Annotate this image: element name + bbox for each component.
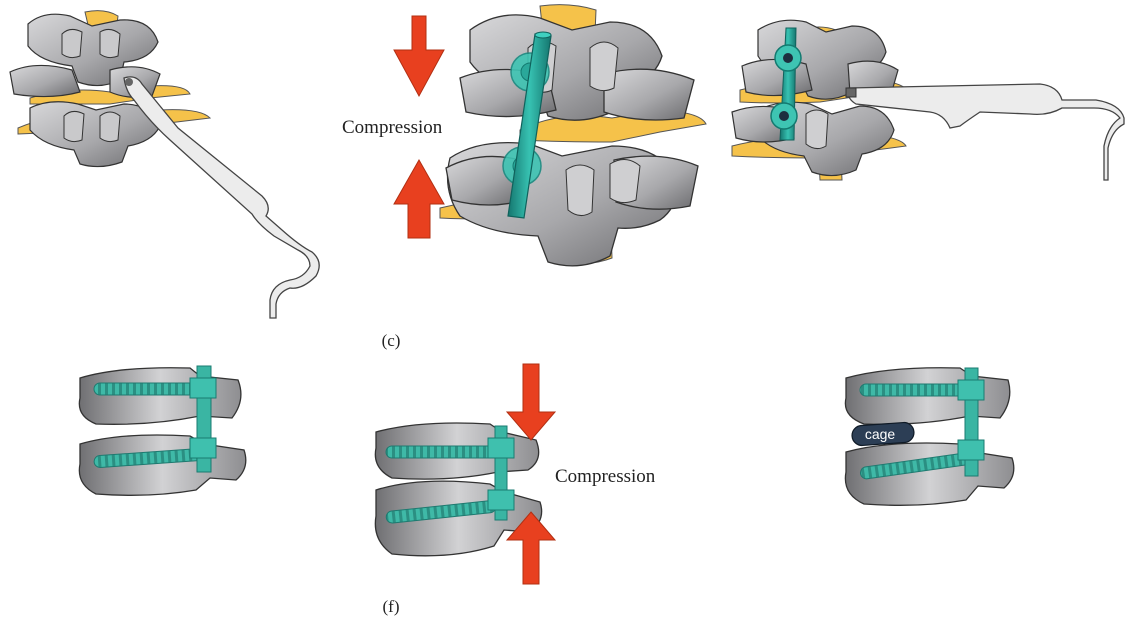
arrow-down-icon [394, 16, 444, 96]
panel-f-label: (f) [383, 597, 400, 616]
panel-c-illustration [732, 20, 1124, 180]
panel-d-illustration [79, 366, 245, 495]
screw-head-c-upper [775, 45, 801, 71]
screw-head-c-lower [771, 103, 797, 129]
panel-a-illustration [10, 11, 319, 318]
compression-label-b: Compression [342, 117, 443, 138]
arrow-down-icon-e [507, 364, 555, 440]
cage-label: cage [865, 426, 896, 442]
compression-label-e: Compression [555, 466, 656, 487]
panel-b-illustration [440, 5, 706, 266]
panel-c-label: (c) [382, 331, 401, 350]
arrow-up-icon [394, 160, 444, 238]
